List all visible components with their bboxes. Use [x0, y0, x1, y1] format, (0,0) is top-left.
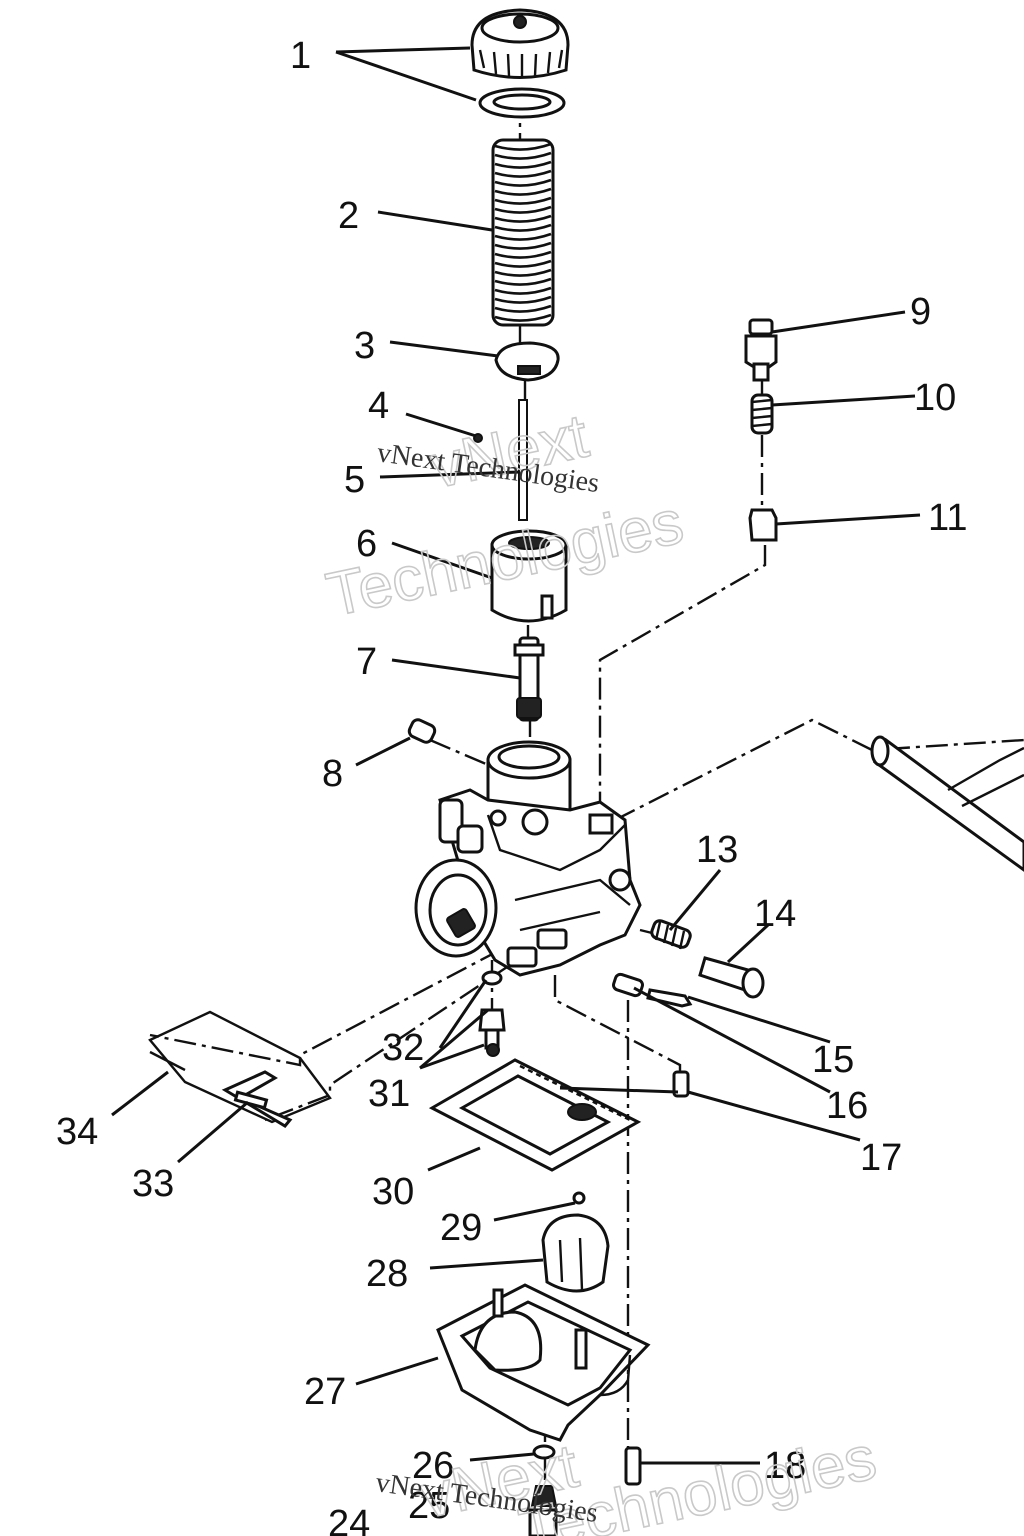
idle-spring: [650, 919, 692, 950]
idle-screw: [698, 956, 765, 999]
spring-coil: [494, 178, 552, 187]
callout-28: 28: [366, 1253, 408, 1295]
callout-6: 6: [356, 523, 377, 565]
float-needle: [572, 1191, 586, 1205]
needle-retainer-plate: [494, 341, 560, 382]
spring-coil: [494, 295, 552, 304]
spring-coil: [494, 205, 552, 214]
bowl-screw: [672, 1070, 690, 1098]
watermark-bottom: vNext Technologies vNext Technologies: [374, 1422, 883, 1536]
spring-coil: [494, 196, 552, 205]
assembly-centerlines: [149, 95, 1024, 1500]
callout-34: 34: [56, 1111, 98, 1153]
float: [541, 1213, 610, 1293]
needle-jet: [513, 636, 545, 722]
leader-lines: [111, 46, 921, 1465]
float-pin: [221, 1070, 293, 1128]
spring-coil: [494, 259, 552, 268]
spring-coil: [494, 223, 552, 232]
throttle-spring: [491, 138, 555, 327]
cap-plug: [407, 718, 437, 744]
drain-plug-washer: [528, 1444, 558, 1536]
drain-screw: [624, 1446, 642, 1486]
callout-5: 5: [344, 459, 365, 501]
spring-coil: [494, 304, 552, 313]
spring-coil: [494, 313, 552, 322]
callout-27: 27: [304, 1371, 346, 1413]
bowl-gasket: [428, 1058, 642, 1172]
callout-9: 9: [910, 291, 931, 333]
float-bracket-plate: [148, 1010, 332, 1124]
throttle-cable: [870, 735, 1024, 872]
float-bowl: [436, 1283, 651, 1442]
callout-2: 2: [338, 195, 359, 237]
callout-24: 24: [328, 1503, 370, 1536]
spring-coil: [494, 286, 552, 295]
callout-32: 32: [382, 1027, 424, 1069]
pilot-jet: [748, 508, 778, 542]
callout-13: 13: [696, 829, 738, 871]
callout-7: 7: [356, 641, 377, 683]
callout-8: 8: [322, 753, 343, 795]
pilot-air-screw: [744, 318, 778, 382]
callout-4: 4: [368, 385, 389, 427]
pilot-spring: [750, 393, 774, 435]
callout-31: 31: [368, 1073, 410, 1115]
callout-1: 1: [290, 35, 311, 77]
callout-30: 30: [372, 1171, 414, 1213]
callout-29: 29: [440, 1207, 482, 1249]
callout-14: 14: [754, 893, 796, 935]
spring-coil: [494, 241, 552, 250]
mixing-chamber-cap: [470, 8, 570, 79]
callout-10: 10: [914, 377, 956, 419]
spring-coil: [494, 187, 552, 196]
jet-washer: [481, 970, 503, 1057]
callout-33: 33: [132, 1163, 174, 1205]
callout-15: 15: [812, 1039, 854, 1081]
spring-coil: [494, 232, 552, 241]
throttle-valve: [490, 529, 568, 623]
spring-coil: [494, 169, 552, 178]
cap-washer: [478, 87, 566, 119]
spring-coil: [494, 142, 552, 151]
callout-3: 3: [354, 325, 375, 367]
callout-17: 17: [860, 1137, 902, 1179]
spring-coil: [494, 277, 552, 286]
callout-18: 18: [764, 1445, 806, 1487]
callout-26: 26: [412, 1445, 454, 1487]
callout-11: 11: [928, 497, 967, 539]
air-screw-spring: [612, 972, 644, 998]
callout-labels: 1 2 3 4 5 6 7 8 9 10 11 13 14 15 16 17 1…: [56, 35, 967, 1536]
spring-coil: [494, 160, 552, 169]
spring-coil: [494, 268, 552, 277]
spring-coil: [494, 151, 552, 160]
spring-coil: [494, 250, 552, 259]
carburetor-body: [414, 740, 642, 977]
callout-25: 25: [408, 1485, 450, 1527]
spring-coil: [494, 214, 552, 223]
callout-16: 16: [826, 1085, 868, 1127]
